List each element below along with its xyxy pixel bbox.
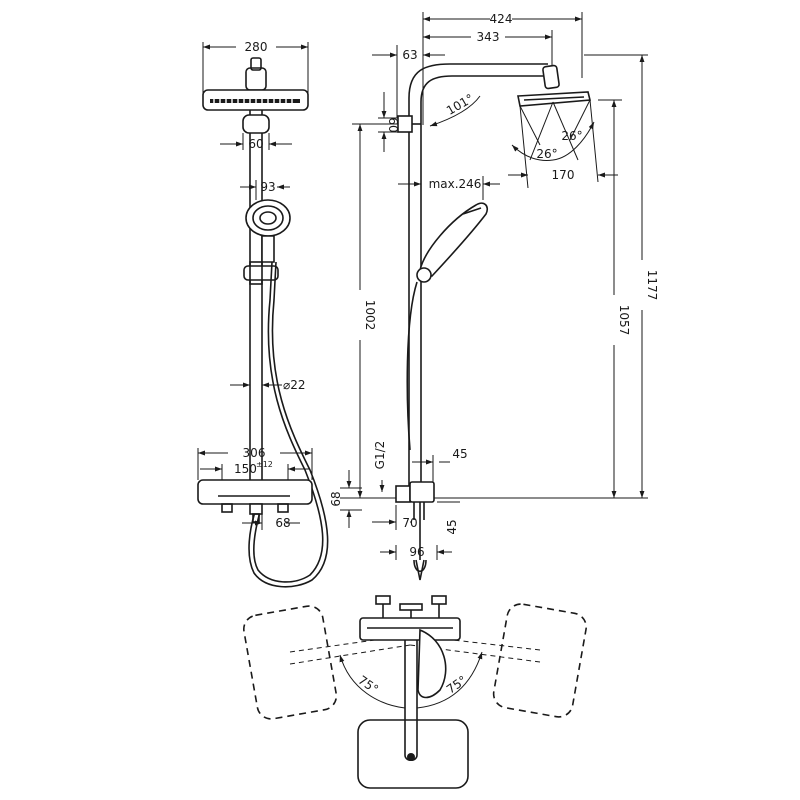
dim-inlet-centers: 150	[234, 462, 257, 476]
overhead-shower-front	[202, 57, 309, 111]
dim-tilt-left: 26°	[536, 147, 557, 161]
hand-shower-front	[245, 199, 291, 263]
dim-rail-diameter: ⌀22	[283, 378, 306, 392]
dim-head-width: 280	[245, 40, 268, 54]
thermostat-side	[395, 481, 435, 581]
dim-arm-projection: 343	[477, 30, 500, 44]
dim-swivel-left: 75°	[356, 673, 381, 697]
overhead-shower-side	[517, 64, 592, 107]
dim-hand-max-reach: max.246	[429, 177, 482, 191]
dim-outlet-offset-front: 68	[275, 516, 290, 530]
dim-thermostat-depth-top: 45	[452, 447, 467, 461]
front-view: 280 60	[197, 40, 329, 588]
dim-head-height: 1057	[617, 305, 631, 336]
side-view: 424 343 63 60 101°	[329, 12, 659, 581]
dim-overall-projection: 424	[490, 12, 513, 26]
dim-outlet-depth: 45	[445, 519, 459, 534]
dim-thermostat-width: 306	[243, 446, 266, 460]
dim-bracket-height: 60	[386, 117, 400, 132]
thermostat-top	[359, 595, 461, 641]
dim-inlet-height: 68	[329, 491, 343, 506]
dim-body-depth: 70	[402, 516, 417, 530]
dim-head-side-width: 170	[552, 168, 575, 182]
dim-rail-height: 1002	[363, 300, 377, 331]
dim-thread: G1/2	[373, 441, 387, 470]
hand-shower-side	[416, 202, 489, 283]
dim-arm-angle: 101°	[444, 91, 476, 118]
dim-hand-shower-width: 93	[260, 180, 275, 194]
dim-swivel-right: 75°	[444, 673, 469, 697]
dim-arm-mount: 60	[248, 137, 263, 151]
thermostat-front	[197, 479, 313, 523]
dim-tilt-right: 26°	[561, 129, 582, 143]
dim-inlet-tolerance: ±12	[256, 460, 273, 469]
dim-wall-offset: 63	[402, 48, 417, 62]
dim-spout-depth: 96	[409, 545, 424, 559]
top-view: 75° 75°	[242, 595, 588, 789]
dim-overall-height: 1177	[645, 270, 659, 301]
